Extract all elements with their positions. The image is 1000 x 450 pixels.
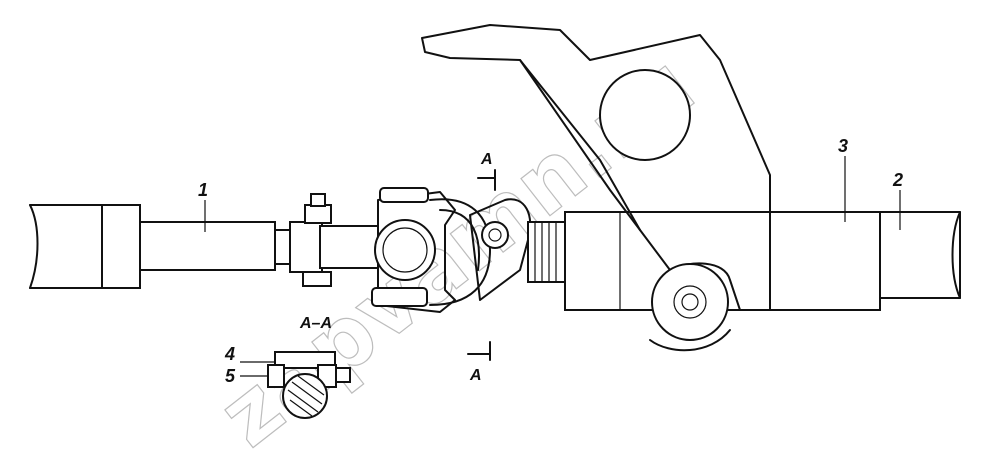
svg-text:3: 3 [838,136,848,156]
steering-column-tube [29,204,141,289]
section-marker-top: A [477,151,496,191]
svg-text:2: 2 [892,170,903,190]
svg-text:A: A [480,151,493,168]
universal-joint [371,187,491,313]
svg-text:A–A: A–A [299,315,332,332]
callout-4: 4 [224,344,275,364]
mounting-bracket [421,24,771,352]
svg-text:A: A [469,367,482,384]
svg-text:1: 1 [198,180,208,200]
callout-3: 3 [838,136,848,222]
callout-5: 5 [225,366,268,386]
callout-2: 2 [892,170,903,230]
clamp-bolt [302,193,332,287]
yoke-with-bolt [469,198,532,301]
svg-text:5: 5 [225,366,236,386]
output-shaft [879,211,961,299]
section-view: A–A [267,315,351,419]
svg-text:4: 4 [224,344,235,364]
splined-coupling [527,221,567,283]
callout-1: 1 [198,180,208,232]
intermediate-shaft [139,221,379,273]
section-marker-bottom: A [467,341,491,384]
